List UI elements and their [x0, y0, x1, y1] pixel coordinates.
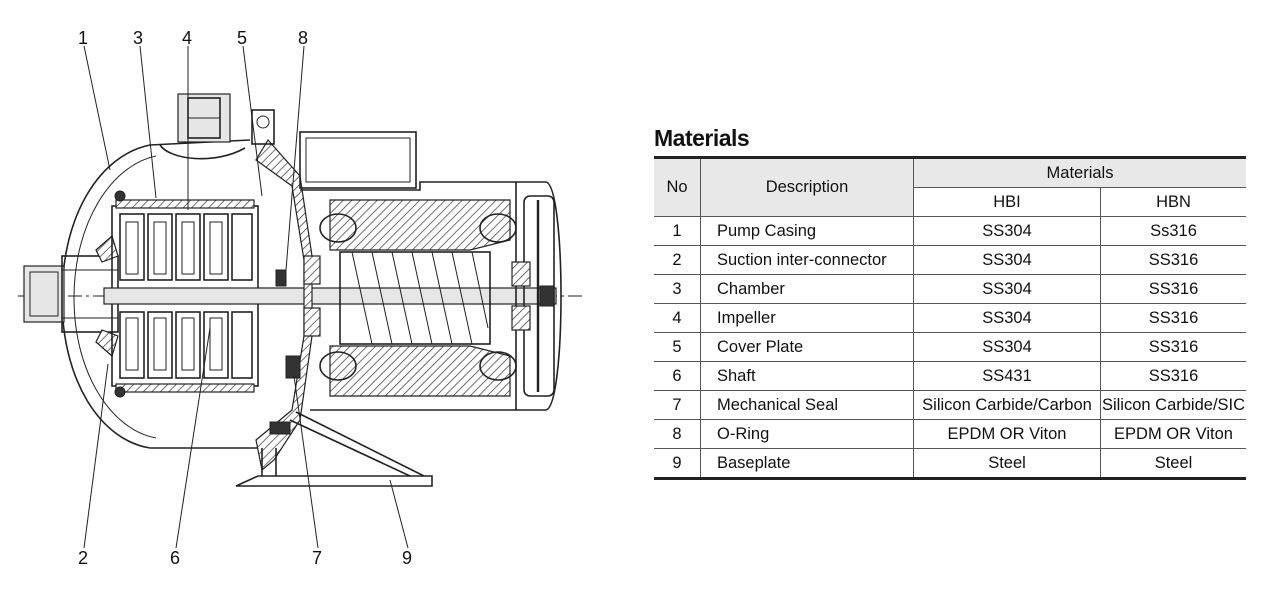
cell-description: Pump Casing — [700, 216, 914, 246]
cell-hbn: SS316 — [1100, 303, 1246, 333]
cell-no: 5 — [654, 332, 701, 362]
cell-hbn: Silicon Carbide/SIC — [1100, 390, 1246, 420]
cell-hbi: SS431 — [913, 361, 1101, 391]
table-row: 6 Shaft SS431 SS316 — [654, 361, 1246, 391]
cell-hbi: Silicon Carbide/Carbon — [913, 390, 1101, 420]
materials-section: Materials No Description Materials HBI H… — [654, 124, 1246, 480]
callout-2: 2 — [78, 548, 88, 568]
bearings — [303, 255, 555, 337]
motor-rotor — [339, 251, 491, 345]
cell-description: Baseplate — [700, 448, 914, 480]
table-row: 7 Mechanical Seal Silicon Carbide/Carbon… — [654, 390, 1246, 420]
cell-no: 4 — [654, 303, 701, 333]
cell-hbn: Steel — [1100, 448, 1246, 480]
callout-8: 8 — [298, 28, 308, 48]
cell-hbn: SS316 — [1100, 332, 1246, 362]
cell-no: 8 — [654, 419, 701, 449]
cell-description: Impeller — [700, 303, 914, 333]
cell-no: 7 — [654, 390, 701, 420]
table-row: 3 Chamber SS304 SS316 — [654, 274, 1246, 304]
cell-description: Mechanical Seal — [700, 390, 914, 420]
cell-hbi: SS304 — [913, 216, 1101, 246]
cell-hbi: Steel — [913, 448, 1101, 480]
callout-5: 5 — [237, 28, 247, 48]
pump-cross-section-diagram: 1 3 4 5 8 2 6 7 9 — [18, 28, 584, 568]
cell-hbi: SS304 — [913, 245, 1101, 275]
cell-no: 6 — [654, 361, 701, 391]
mechanical-seal — [285, 355, 301, 379]
table-header-row: No Description Materials — [654, 156, 1246, 217]
cell-no: 2 — [654, 245, 701, 275]
callout-1: 1 — [78, 28, 88, 48]
cell-hbi: EPDM OR Viton — [913, 419, 1101, 449]
table-row: 2 Suction inter-connector SS304 SS316 — [654, 245, 1246, 275]
table-row: 4 Impeller SS304 SS316 — [654, 303, 1246, 333]
cell-hbn: SS316 — [1100, 361, 1246, 391]
table-row: 8 O-Ring EPDM OR Viton EPDM OR Viton — [654, 419, 1246, 449]
callout-leaders — [83, 45, 409, 549]
upper-impellers — [119, 213, 253, 281]
chamber-stack — [111, 190, 259, 398]
baseplate — [235, 411, 433, 487]
cell-hbn: SS316 — [1100, 245, 1246, 275]
cell-hbn: EPDM OR Viton — [1100, 419, 1246, 449]
cell-hbi: SS304 — [913, 274, 1101, 304]
header-no: No — [654, 156, 701, 217]
table-row: 9 Baseplate Steel Steel — [654, 448, 1246, 480]
callout-9: 9 — [402, 548, 412, 568]
cell-hbn: Ss316 — [1100, 216, 1246, 246]
cell-no: 1 — [654, 216, 701, 246]
table-row: 1 Pump Casing SS304 Ss316 — [654, 216, 1246, 246]
o-ring — [275, 269, 287, 287]
motor-stator — [319, 199, 517, 397]
callout-6: 6 — [170, 548, 180, 568]
cell-description: Shaft — [700, 361, 914, 391]
cell-description: O-Ring — [700, 419, 914, 449]
table-subheader-row: HBI HBN — [654, 187, 1246, 217]
cell-no: 3 — [654, 274, 701, 304]
header-hbn: HBN — [1100, 187, 1246, 217]
cell-hbn: SS316 — [1100, 274, 1246, 304]
callout-3: 3 — [133, 28, 143, 48]
cell-hbi: SS304 — [913, 303, 1101, 333]
header-materials: Materials — [913, 156, 1246, 188]
materials-table: No Description Materials HBI HBN 1 Pump … — [654, 156, 1246, 480]
cell-description: Chamber — [700, 274, 914, 304]
table-row: 5 Cover Plate SS304 SS316 — [654, 332, 1246, 362]
callout-7: 7 — [312, 548, 322, 568]
shaft — [103, 287, 557, 305]
cell-description: Cover Plate — [700, 332, 914, 362]
cell-no: 9 — [654, 448, 701, 480]
header-hbi: HBI — [913, 187, 1101, 217]
lower-impellers — [119, 311, 253, 379]
materials-title: Materials — [654, 125, 750, 151]
callout-4: 4 — [182, 28, 192, 48]
cell-description: Suction inter-connector — [700, 245, 914, 275]
header-description: Description — [700, 156, 914, 217]
cell-hbi: SS304 — [913, 332, 1101, 362]
